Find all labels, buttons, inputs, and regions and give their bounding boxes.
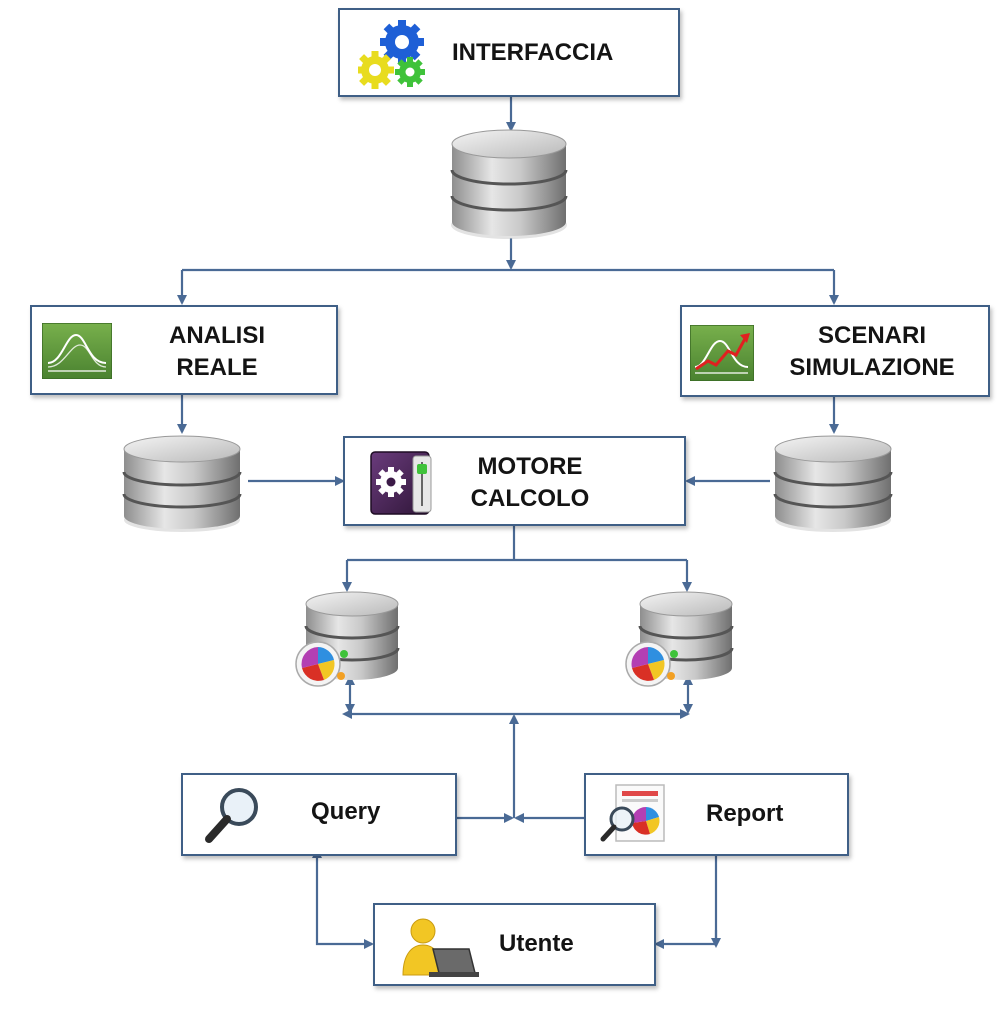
database-chart-icon <box>295 591 400 687</box>
connector-report-utente <box>654 856 718 949</box>
report-chart-icon <box>600 784 665 842</box>
connectors <box>177 97 839 949</box>
database-icon <box>122 435 242 532</box>
user-laptop-icon <box>402 918 479 977</box>
analisi-label-line1: ANALISI <box>169 322 265 349</box>
scenari-label-line2: SIMULAZIONE <box>789 354 955 381</box>
report-box: Report <box>584 773 849 856</box>
motore-calcolo-box: MOTORE CALCOLO <box>343 436 686 526</box>
analisi-reale-box: ANALISI REALE <box>30 305 338 395</box>
query-box: Query <box>181 773 457 856</box>
utente-box: Utente <box>373 903 656 986</box>
scenari-simulazione-box: SCENARI SIMULAZIONE <box>680 305 990 397</box>
database-icon <box>450 129 568 239</box>
interfaccia-label: INTERFACCIA <box>452 39 614 66</box>
query-label: Query <box>311 798 381 825</box>
magnifier-icon <box>205 788 258 843</box>
engine-app-icon <box>370 451 432 515</box>
interfaccia-box: INTERFACCIA <box>338 8 680 97</box>
utente-label: Utente <box>499 930 574 957</box>
motore-label-line2: CALCOLO <box>470 485 590 512</box>
bell-curve-chart-icon <box>42 323 112 379</box>
report-label: Report <box>706 800 784 827</box>
database-chart-icon <box>625 591 734 687</box>
motore-label-line1: MOTORE <box>477 453 583 480</box>
scenari-label-line1: SCENARI <box>817 322 926 349</box>
gears-icon <box>358 20 425 89</box>
trend-chart-icon <box>690 325 754 381</box>
connector-query-utente <box>312 848 374 949</box>
database-icon <box>773 435 893 532</box>
analisi-label-line2: REALE <box>176 354 258 381</box>
